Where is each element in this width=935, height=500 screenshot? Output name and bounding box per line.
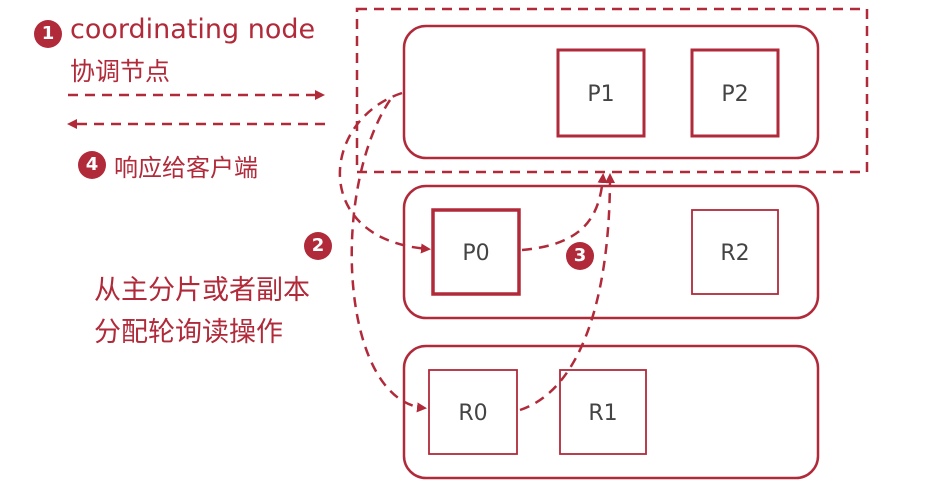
node-box-3 [402, 344, 820, 480]
round-robin-label-line1: 从主分片或者副本 [94, 275, 310, 306]
shard-label-p1: P1 [587, 82, 614, 107]
shard-box-r0 [428, 369, 518, 455]
shard-label-p2: P2 [721, 82, 748, 107]
step-1-badge: 1 [34, 20, 62, 48]
shard-box-r1 [559, 369, 647, 455]
step-3-badge: 3 [566, 242, 594, 270]
shard-box-p1 [556, 48, 646, 138]
shard-box-r2 [691, 209, 779, 295]
step-4-badge: 4 [78, 151, 106, 179]
node-box-1 [402, 24, 820, 160]
route-to-p0-arrow [338, 91, 431, 254]
route-to-r0-arrow [350, 99, 427, 413]
p0-return-arrow [521, 173, 608, 252]
response-to-client-label: 响应给客户端 [114, 154, 258, 182]
shard-label-r1: R1 [588, 401, 617, 426]
shard-label-r2: R2 [720, 241, 749, 266]
r0-return-arrow [519, 173, 615, 412]
shard-box-p2 [690, 48, 780, 138]
coordinating-node-subtitle: 协调节点 [70, 57, 171, 86]
coordinating-node-title: coordinating node [70, 14, 316, 45]
shard-box-p0 [431, 208, 521, 296]
coordinating-node-highlight [355, 7, 869, 174]
round-robin-label-line2: 分配轮询读操作 [94, 317, 283, 348]
step-2-badge: 2 [304, 232, 332, 260]
shard-label-r0: R0 [458, 401, 487, 426]
shard-label-p0: P0 [462, 241, 489, 266]
